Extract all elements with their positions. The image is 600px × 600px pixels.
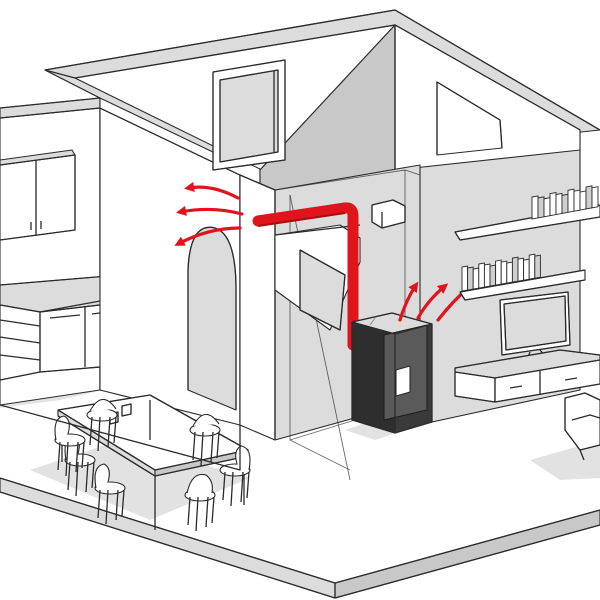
upper-book — [549, 191, 557, 217]
chair-leg — [85, 461, 89, 493]
upper-book — [591, 186, 599, 209]
upper-book — [567, 188, 575, 213]
floor-surface — [0, 355, 600, 588]
upper-book — [561, 193, 569, 214]
air-arrow-left-1 — [183, 181, 240, 200]
air-arrow-left-3 — [174, 226, 242, 246]
chair-back — [235, 445, 251, 471]
lower-book — [500, 260, 508, 285]
chair — [94, 463, 126, 525]
duct-pipe — [252, 202, 359, 351]
vent-unit — [371, 199, 406, 229]
upper-book — [585, 185, 593, 210]
chair-leg — [210, 431, 214, 463]
chair-leg — [187, 496, 191, 526]
chair-leg — [200, 431, 204, 467]
lower-book — [506, 261, 513, 284]
lower-book — [523, 258, 530, 281]
cup-2 — [121, 403, 132, 417]
books-lower — [461, 253, 541, 292]
chair-back — [186, 473, 213, 494]
bookshelf-upper — [454, 185, 600, 241]
tv-cabinet — [454, 349, 600, 403]
chair-leg — [216, 431, 220, 459]
chair-leg — [246, 471, 250, 499]
chair-leg — [75, 461, 79, 497]
lower-book — [489, 264, 497, 287]
air-arrow-left-2 — [175, 205, 244, 216]
open-door — [436, 81, 503, 156]
lower-book — [483, 263, 491, 288]
chair-back — [54, 415, 70, 441]
chair-leg — [211, 496, 215, 524]
lower-book — [534, 254, 541, 279]
lower-book — [511, 256, 519, 283]
chair-leg — [105, 489, 109, 525]
chair-back — [89, 398, 117, 412]
chair-leg — [195, 496, 199, 532]
chair-leg — [89, 416, 93, 446]
chair-back — [192, 413, 220, 427]
chair-leg — [67, 461, 71, 491]
chair-leg — [81, 441, 85, 469]
chair-leg — [75, 441, 79, 473]
lower-book — [517, 257, 525, 282]
lower-book — [472, 267, 480, 290]
chair-leg — [107, 416, 111, 448]
upper-book — [555, 192, 563, 216]
chair-leg — [192, 431, 196, 461]
chair — [189, 413, 221, 467]
chair-leg — [97, 489, 101, 519]
upper-book — [579, 190, 587, 211]
lower-book — [461, 265, 469, 292]
pellet-stove — [351, 312, 433, 434]
stove-display — [395, 365, 411, 397]
chair-leg — [113, 416, 117, 444]
partition-board — [274, 224, 361, 331]
chair-leg — [230, 471, 234, 507]
floor-slab — [0, 355, 600, 600]
wall-cabinets — [0, 149, 76, 241]
bookshelf-lower — [459, 253, 586, 301]
chair — [54, 415, 86, 477]
lower-book — [478, 262, 485, 289]
lower-book — [528, 253, 536, 280]
chair-leg — [205, 496, 209, 528]
chair-leg — [121, 489, 125, 517]
chair — [86, 398, 118, 452]
upper-book — [543, 197, 551, 218]
upper-book — [573, 189, 581, 212]
upper-book — [537, 196, 545, 219]
room-outline — [0, 404, 241, 471]
upper-book — [531, 195, 539, 220]
hot-air-duct — [252, 202, 359, 351]
chair-leg — [115, 489, 119, 521]
chairs — [54, 398, 251, 532]
books-upper — [531, 185, 599, 220]
chair-leg — [91, 461, 95, 489]
armchair — [564, 392, 600, 461]
chair — [184, 473, 216, 532]
warm-air-flow-arrows-left — [174, 181, 244, 246]
chair-leg — [65, 441, 69, 477]
tv — [499, 291, 571, 361]
chair-leg — [240, 471, 244, 503]
chair-leg — [97, 416, 101, 452]
air-arrow-stove-2 — [416, 283, 449, 320]
air-arrow-stove-1 — [398, 281, 419, 322]
lower-book — [467, 266, 474, 291]
doorway-arch — [187, 226, 237, 411]
lower-book — [495, 259, 502, 286]
window — [212, 59, 286, 171]
chair-leg — [57, 441, 61, 471]
bookshelves — [454, 185, 600, 301]
chair-back — [94, 463, 110, 489]
chair-leg — [222, 471, 226, 501]
